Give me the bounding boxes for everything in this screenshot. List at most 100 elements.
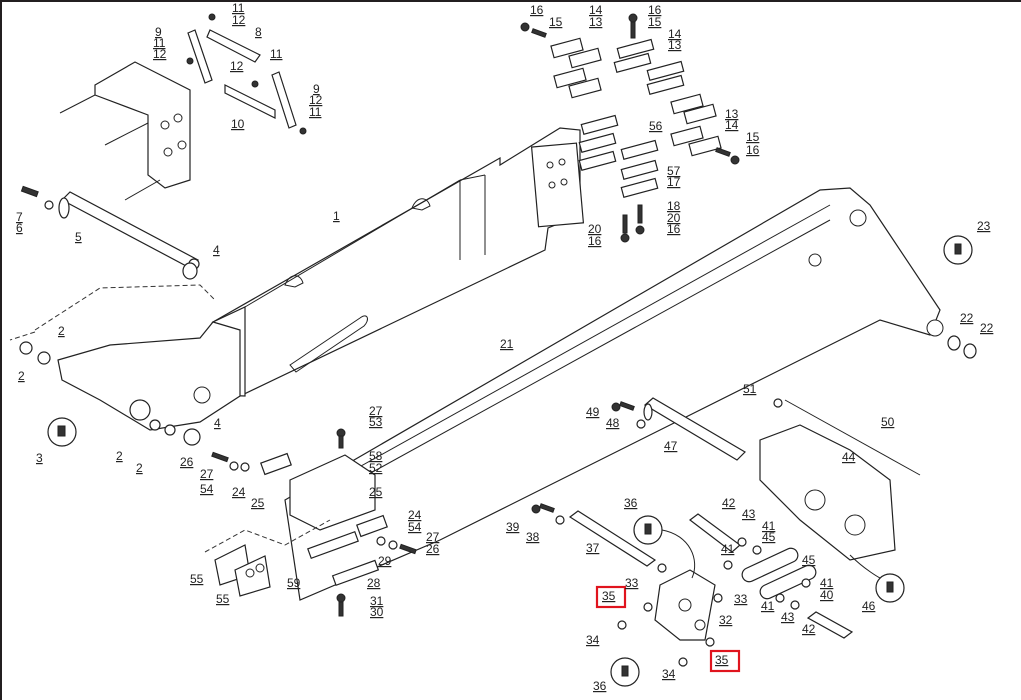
- callout-label-15: 15: [746, 130, 760, 144]
- callout-label-4: 4: [214, 416, 221, 430]
- callout-label-44: 44: [842, 450, 856, 464]
- callout-label-5: 5: [75, 230, 82, 244]
- callout-label-46: 46: [862, 599, 876, 613]
- callout-label-23: 23: [977, 219, 991, 233]
- callout-label-20: 20: [667, 211, 681, 225]
- callout-label-32: 32: [719, 613, 733, 627]
- callout-label-51: 51: [743, 382, 757, 396]
- callout-label-2: 2: [18, 369, 25, 383]
- callout-label-10: 10: [231, 117, 245, 131]
- callout-label-12: 12: [153, 47, 167, 61]
- callout-label-29: 29: [378, 554, 392, 568]
- callout-label-2: 2: [116, 449, 123, 463]
- callout-label-22: 22: [960, 311, 974, 325]
- callout-label-14: 14: [589, 3, 603, 17]
- callout-label-45: 45: [762, 530, 776, 544]
- callout-label-58: 58: [369, 449, 383, 463]
- pivot-end: [9, 284, 241, 447]
- callout-label-1: 1: [333, 209, 340, 223]
- callout-label-8: 8: [255, 25, 262, 39]
- callout-label-26: 26: [180, 455, 194, 469]
- callout-label-38: 38: [526, 530, 540, 544]
- callout-label-39: 39: [506, 520, 520, 534]
- callout-label-12: 12: [230, 59, 244, 73]
- callout-label-33: 33: [734, 592, 748, 606]
- callout-label-41: 41: [761, 599, 775, 613]
- callout-label-9: 9: [155, 25, 162, 39]
- callout-label-42: 42: [722, 496, 736, 510]
- callout-label-45: 45: [802, 553, 816, 567]
- callout-label-49: 49: [586, 405, 600, 419]
- callout-label-2: 2: [136, 461, 143, 475]
- callout-label-2: 2: [58, 324, 65, 338]
- callout-label-16: 16: [588, 234, 602, 248]
- callout-label-20: 20: [588, 222, 602, 236]
- callout-label-15: 15: [549, 15, 563, 29]
- callout-label-36: 36: [624, 496, 638, 510]
- callout-label-54: 54: [408, 520, 422, 534]
- callout-label-27: 27: [369, 404, 383, 418]
- callout-label-27: 27: [426, 530, 440, 544]
- callout-label-24: 24: [408, 508, 422, 522]
- callout-label-35: 35: [602, 589, 616, 603]
- callout-label-14: 14: [668, 27, 682, 41]
- callout-label-14: 14: [725, 118, 739, 132]
- callout-label-16: 16: [648, 3, 662, 17]
- callout-label-31: 31: [370, 594, 384, 608]
- pin-5: [20, 185, 200, 280]
- callout-label-41: 41: [721, 542, 735, 556]
- callout-label-25: 25: [251, 496, 265, 510]
- callout-label-24: 24: [232, 485, 246, 499]
- callout-label-13: 13: [668, 38, 682, 52]
- callout-label-11: 11: [309, 105, 322, 119]
- callout-label-3: 3: [36, 451, 43, 465]
- callout-label-15: 15: [648, 15, 662, 29]
- callout-label-34: 34: [586, 633, 600, 647]
- slide-bracket: [204, 428, 417, 617]
- callout-label-28: 28: [367, 576, 381, 590]
- wear-plates: [186, 13, 740, 243]
- callout-label-56: 56: [649, 119, 663, 133]
- highlight-box-35-upper: [595, 585, 627, 609]
- callout-label-4: 4: [213, 243, 220, 257]
- callout-label-30: 30: [370, 605, 384, 619]
- callout-label-57: 57: [667, 164, 681, 178]
- callout-label-13: 13: [589, 15, 603, 29]
- end-bracket: [59, 61, 191, 201]
- callout-label-12: 12: [232, 13, 246, 27]
- callout-label-53: 53: [369, 415, 383, 429]
- callout-label-7: 7: [16, 210, 23, 224]
- callout-label-11: 11: [153, 36, 166, 50]
- callout-label-27: 27: [200, 467, 214, 481]
- callout-label-35: 35: [715, 653, 729, 667]
- callout-label-16: 16: [746, 143, 760, 157]
- callout-label-21: 21: [500, 337, 514, 351]
- callout-label-36: 36: [593, 679, 607, 693]
- callout-label-40: 40: [820, 588, 834, 602]
- callout-label-33: 33: [625, 576, 639, 590]
- callout-label-59: 59: [287, 576, 301, 590]
- callout-label-43: 43: [781, 610, 795, 624]
- callout-label-48: 48: [606, 416, 620, 430]
- callout-label-11: 11: [232, 1, 245, 15]
- callout-label-42: 42: [802, 622, 816, 636]
- callout-label-12: 12: [309, 93, 323, 107]
- callout-label-26: 26: [426, 542, 440, 556]
- callout-label-37: 37: [586, 541, 600, 555]
- callout-label-22: 22: [980, 321, 994, 335]
- callout-label-11: 11: [270, 47, 283, 61]
- callout-label-47: 47: [664, 439, 678, 453]
- callout-label-9: 9: [313, 82, 320, 96]
- callout-label-52: 52: [369, 461, 383, 475]
- callout-label-41: 41: [762, 519, 776, 533]
- callout-label-43: 43: [742, 507, 756, 521]
- callout-label-17: 17: [667, 175, 681, 189]
- callout-label-16: 16: [667, 222, 681, 236]
- callout-label-16: 16: [530, 3, 544, 17]
- boom-main-body: [211, 127, 585, 397]
- callout-label-41: 41: [820, 576, 834, 590]
- highlight-box-35-lower: [709, 649, 741, 673]
- callout-label-18: 18: [667, 199, 681, 213]
